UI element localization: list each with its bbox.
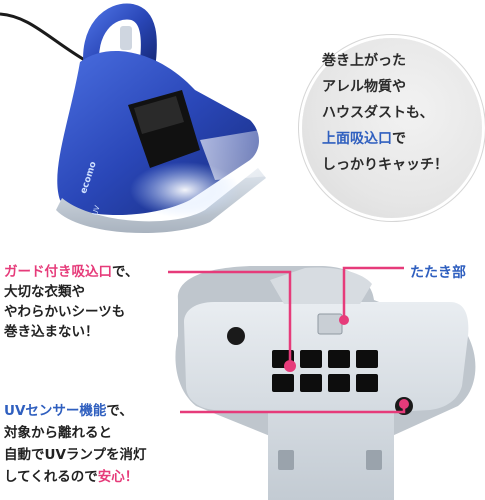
guard-callout: ガード付き吸込口で、 大切な衣類や やわらかいシーツも 巻き込まない！ xyxy=(4,262,174,342)
tataki-label: たたき部 xyxy=(410,265,466,281)
uv-line-3-row: してくれるので安心！ xyxy=(4,466,204,488)
bubble-line-5: しっかりキャッチ！ xyxy=(322,157,448,173)
guard-line-3: 巻き込まない！ xyxy=(4,324,99,340)
guard-line-1: 大切な衣類や xyxy=(4,284,85,300)
bubble-highlight: 上面吸込口 xyxy=(322,131,392,147)
bubble-line-1: 巻き上がった xyxy=(322,53,406,69)
uv-line-2: 自動でUVランプを消灯 xyxy=(4,447,147,463)
uv-line-1: 対象から離れると xyxy=(4,425,112,441)
uv-callout-title: UVセンサー機能 xyxy=(4,403,107,419)
bubble-line-3: ハウスダストも、 xyxy=(322,105,434,121)
uv-line-3: してくれるので xyxy=(4,469,98,485)
guard-callout-title-suffix: で、 xyxy=(112,264,139,280)
feature-bubble xyxy=(302,38,482,218)
guard-line-2: やわらかいシーツも xyxy=(4,304,126,320)
bubble-line-2: アレル物質や xyxy=(322,79,406,95)
vacuum-top-illustration xyxy=(0,3,330,234)
feature-bubble-text: 巻き上がった アレル物質や ハウスダストも、 上面吸込口で しっかりキャッチ！ xyxy=(322,48,472,178)
uv-emphasis: 安心！ xyxy=(97,469,139,485)
uv-callout-title-suffix: で、 xyxy=(106,403,133,419)
bubble-line-4: 上面吸込口で xyxy=(322,126,472,152)
guard-callout-title: ガード付き吸込口 xyxy=(4,264,112,280)
uv-callout: UVセンサー機能で、 対象から離れると 自動でUVランプを消灯 してくれるので安… xyxy=(4,400,204,488)
bubble-line-4-suffix: で xyxy=(392,131,406,147)
uv-callout-title-row: UVセンサー機能で、 xyxy=(4,400,204,422)
guard-callout-title-row: ガード付き吸込口で、 xyxy=(4,262,174,282)
